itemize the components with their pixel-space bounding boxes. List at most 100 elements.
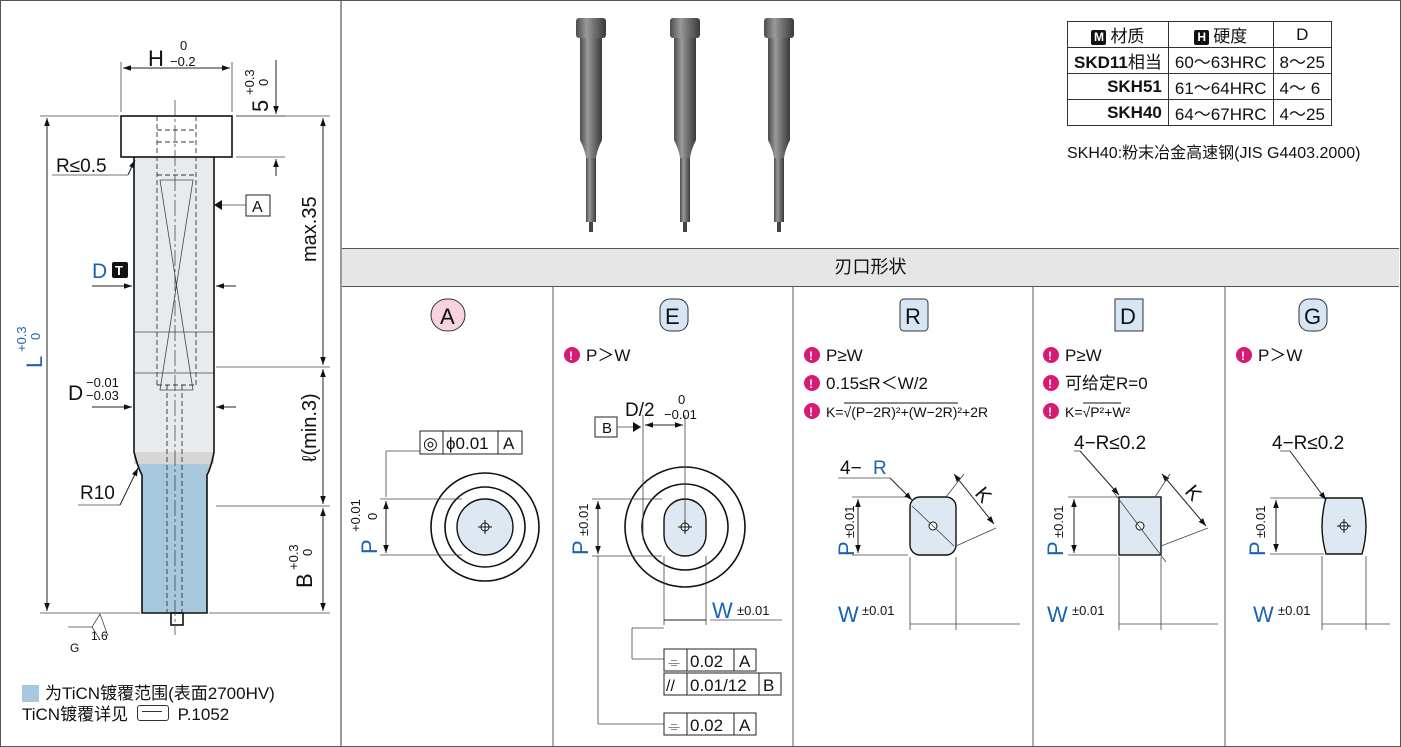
shape-r-w-tol: ±0.01	[862, 603, 894, 618]
shape-e-gdt3-symbol: ⌯	[668, 718, 680, 735]
material-name: SKH40	[1067, 99, 1169, 126]
shape-e-gdt3-datum: A	[739, 716, 751, 735]
h-tol-upper: 0	[180, 38, 187, 53]
d-label: D	[92, 260, 107, 283]
shape-r-letter: R	[905, 304, 921, 329]
alert-icon-mark: !	[1048, 405, 1052, 419]
material-hardness: 60～63HRC	[1167, 47, 1274, 74]
shape-g-w-tol: ±0.01	[1278, 603, 1310, 618]
alert-icon	[804, 375, 820, 391]
section-title: 刃口形状	[342, 248, 1399, 287]
shape-a-diagram	[380, 298, 540, 582]
alert-icon-mark: !	[1048, 349, 1052, 363]
shape-r-condition: P≥W	[826, 346, 863, 365]
shape-g-letter: G	[1304, 304, 1321, 329]
shape-r-diagram	[838, 298, 1020, 630]
surface-roughness-value: 1.6	[91, 629, 108, 643]
shape-e-gdt2-value: 0.01/12	[690, 676, 747, 695]
shape-d-diagram	[1068, 298, 1218, 630]
legend-row-coating: 为TiCN镀覆范围(表面2700HV)	[22, 683, 275, 704]
header-hardness-text: 硬度	[1213, 27, 1248, 46]
hardness-icon: H	[1194, 30, 1210, 45]
shape-e-gdt1-value: 0.02	[690, 652, 723, 671]
shape-d-p-label: P	[1043, 541, 1068, 556]
shape-e-d2-tol-lower: −0.01	[664, 407, 697, 422]
shape-g-w-label: W	[1253, 602, 1274, 627]
d-tol-upper: −0.01	[86, 375, 119, 390]
shape-a-p-tol-lower: 0	[365, 513, 380, 520]
l-tol-lower: 0	[28, 333, 43, 340]
d-badge-letter: T	[115, 263, 123, 278]
product-photo	[576, 18, 794, 232]
h-tol-lower: −0.2	[170, 54, 196, 69]
punch-head	[120, 115, 233, 158]
shape-a-letter: A	[440, 304, 455, 329]
punch-drawing	[40, 60, 330, 641]
datum-a-label: A	[252, 199, 263, 216]
header-material-text: 材质	[1110, 27, 1145, 46]
punch-photo-3	[764, 18, 794, 232]
material-hardness: 64～67HRC	[1167, 99, 1274, 126]
h-dim-label: H	[148, 46, 164, 71]
shape-d-k-label: K	[1180, 481, 1206, 506]
shape-a-p-tol-upper: +0.01	[348, 499, 363, 532]
head-tol-upper: +0.3	[242, 69, 257, 95]
r10-label: R10	[80, 483, 115, 504]
alert-icon-mark: !	[569, 349, 573, 363]
punch-tip	[170, 612, 184, 626]
shape-e-datum-b: B	[602, 420, 612, 437]
shape-e-diagram	[592, 298, 782, 736]
shape-a-gdt-datum: A	[503, 434, 515, 453]
shape-conditions: !P＞W!P≥W!0.15≤R＜W/2!K=√(P−2R)²+(W−2R)²+2…	[564, 346, 1302, 420]
shape-a-gdt-symbol: ◎	[423, 434, 438, 453]
radius-head-label: R≤0.5	[56, 156, 107, 177]
ell-label: ℓ(min.3)	[299, 393, 321, 462]
shape-r-k-label: K	[970, 483, 996, 508]
surface-grade-letter: G	[70, 641, 79, 655]
shape-e-gdt1-symbol: ⌯	[668, 654, 680, 671]
shape-r-condition: 0.15≤R＜W/2	[826, 374, 928, 393]
alert-icon	[1043, 347, 1059, 363]
shape-e-letter: E	[665, 304, 680, 329]
shape-e-p-tol: ±0.01	[576, 504, 591, 536]
shape-r-corner-prefix: 4−	[840, 458, 862, 479]
shape-e-d2-tol-upper: 0	[678, 392, 685, 407]
material-d-range: 4～25	[1272, 99, 1332, 126]
d-tol-label: D	[68, 382, 83, 405]
b-tol-lower: 0	[300, 549, 315, 556]
material-icon: M	[1091, 30, 1107, 45]
material-d-range: 8～25	[1272, 47, 1332, 74]
alert-icon	[1043, 403, 1059, 419]
shape-e-condition: P＞W	[586, 346, 630, 365]
header-d: D	[1272, 21, 1332, 48]
shape-a-p-label: P	[357, 539, 382, 554]
material-d-range: 4～ 6	[1272, 73, 1332, 100]
shape-e-gdt2-datum: B	[763, 676, 774, 695]
material-hardness: 61～64HRC	[1167, 73, 1274, 100]
table-row: SKD11相当 60～63HRC 8～25	[1067, 47, 1332, 74]
pointing-hand-icon	[136, 705, 169, 721]
alert-icon-mark: !	[1241, 349, 1245, 363]
shape-e-p-label: P	[568, 540, 593, 555]
legend-page-link[interactable]: P.1052	[177, 705, 230, 724]
alert-icon-mark: !	[809, 377, 813, 391]
shape-e-gdt2-symbol: //	[666, 678, 675, 695]
shape-d-letter: D	[1120, 304, 1136, 329]
max-length-label: max.35	[299, 196, 321, 262]
alert-icon-mark: !	[809, 349, 813, 363]
shape-e-d2-label: D/2	[625, 400, 655, 421]
material-note: SKH40:粉末冶金高速钢(JIS G4403.2000)	[1067, 145, 1361, 162]
shape-g-p-tol: ±0.01	[1253, 506, 1268, 538]
shape-e-w-label: W	[712, 598, 733, 623]
punch-photo-1	[576, 18, 606, 232]
material-name: SKD11相当	[1067, 47, 1169, 74]
l-tol-upper: +0.3	[14, 326, 29, 352]
shape-d-p-tol: ±0.01	[1051, 506, 1066, 538]
shape-d-condition: P≥W	[1065, 346, 1102, 365]
table-row: SKH51 61～64HRC 4～ 6	[1067, 73, 1332, 100]
alert-icon	[564, 347, 580, 363]
